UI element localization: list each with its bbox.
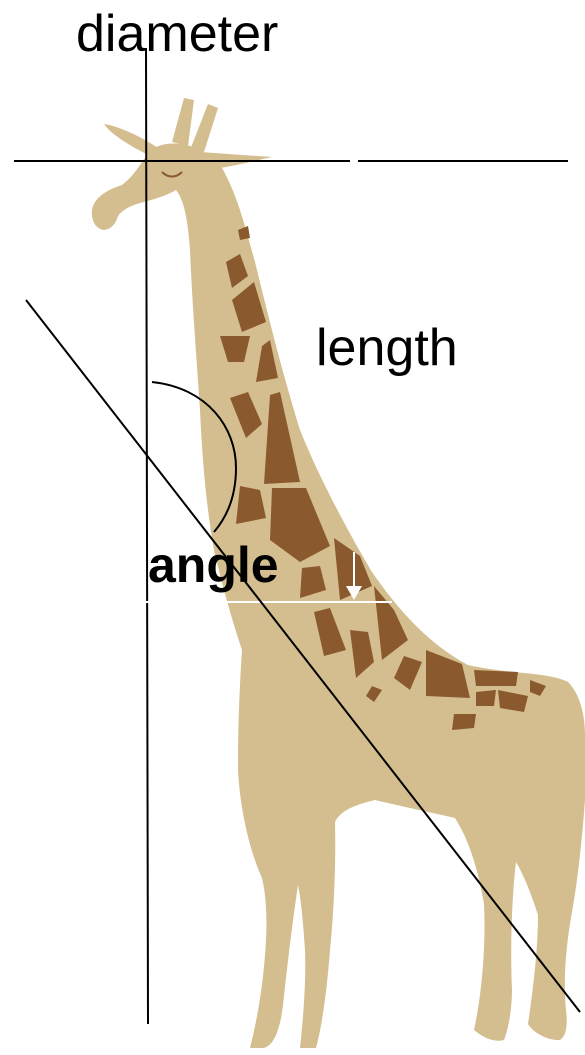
angle-label: angle: [148, 540, 279, 590]
length-label: length: [316, 322, 458, 374]
giraffe-spot: [452, 714, 476, 730]
giraffe-spot: [474, 670, 518, 686]
giraffe-spot: [476, 690, 496, 706]
diameter-label: diameter: [76, 8, 278, 60]
giraffe-body: [92, 144, 585, 1048]
giraffe-horn: [172, 98, 194, 146]
giraffe-horn: [190, 104, 218, 152]
